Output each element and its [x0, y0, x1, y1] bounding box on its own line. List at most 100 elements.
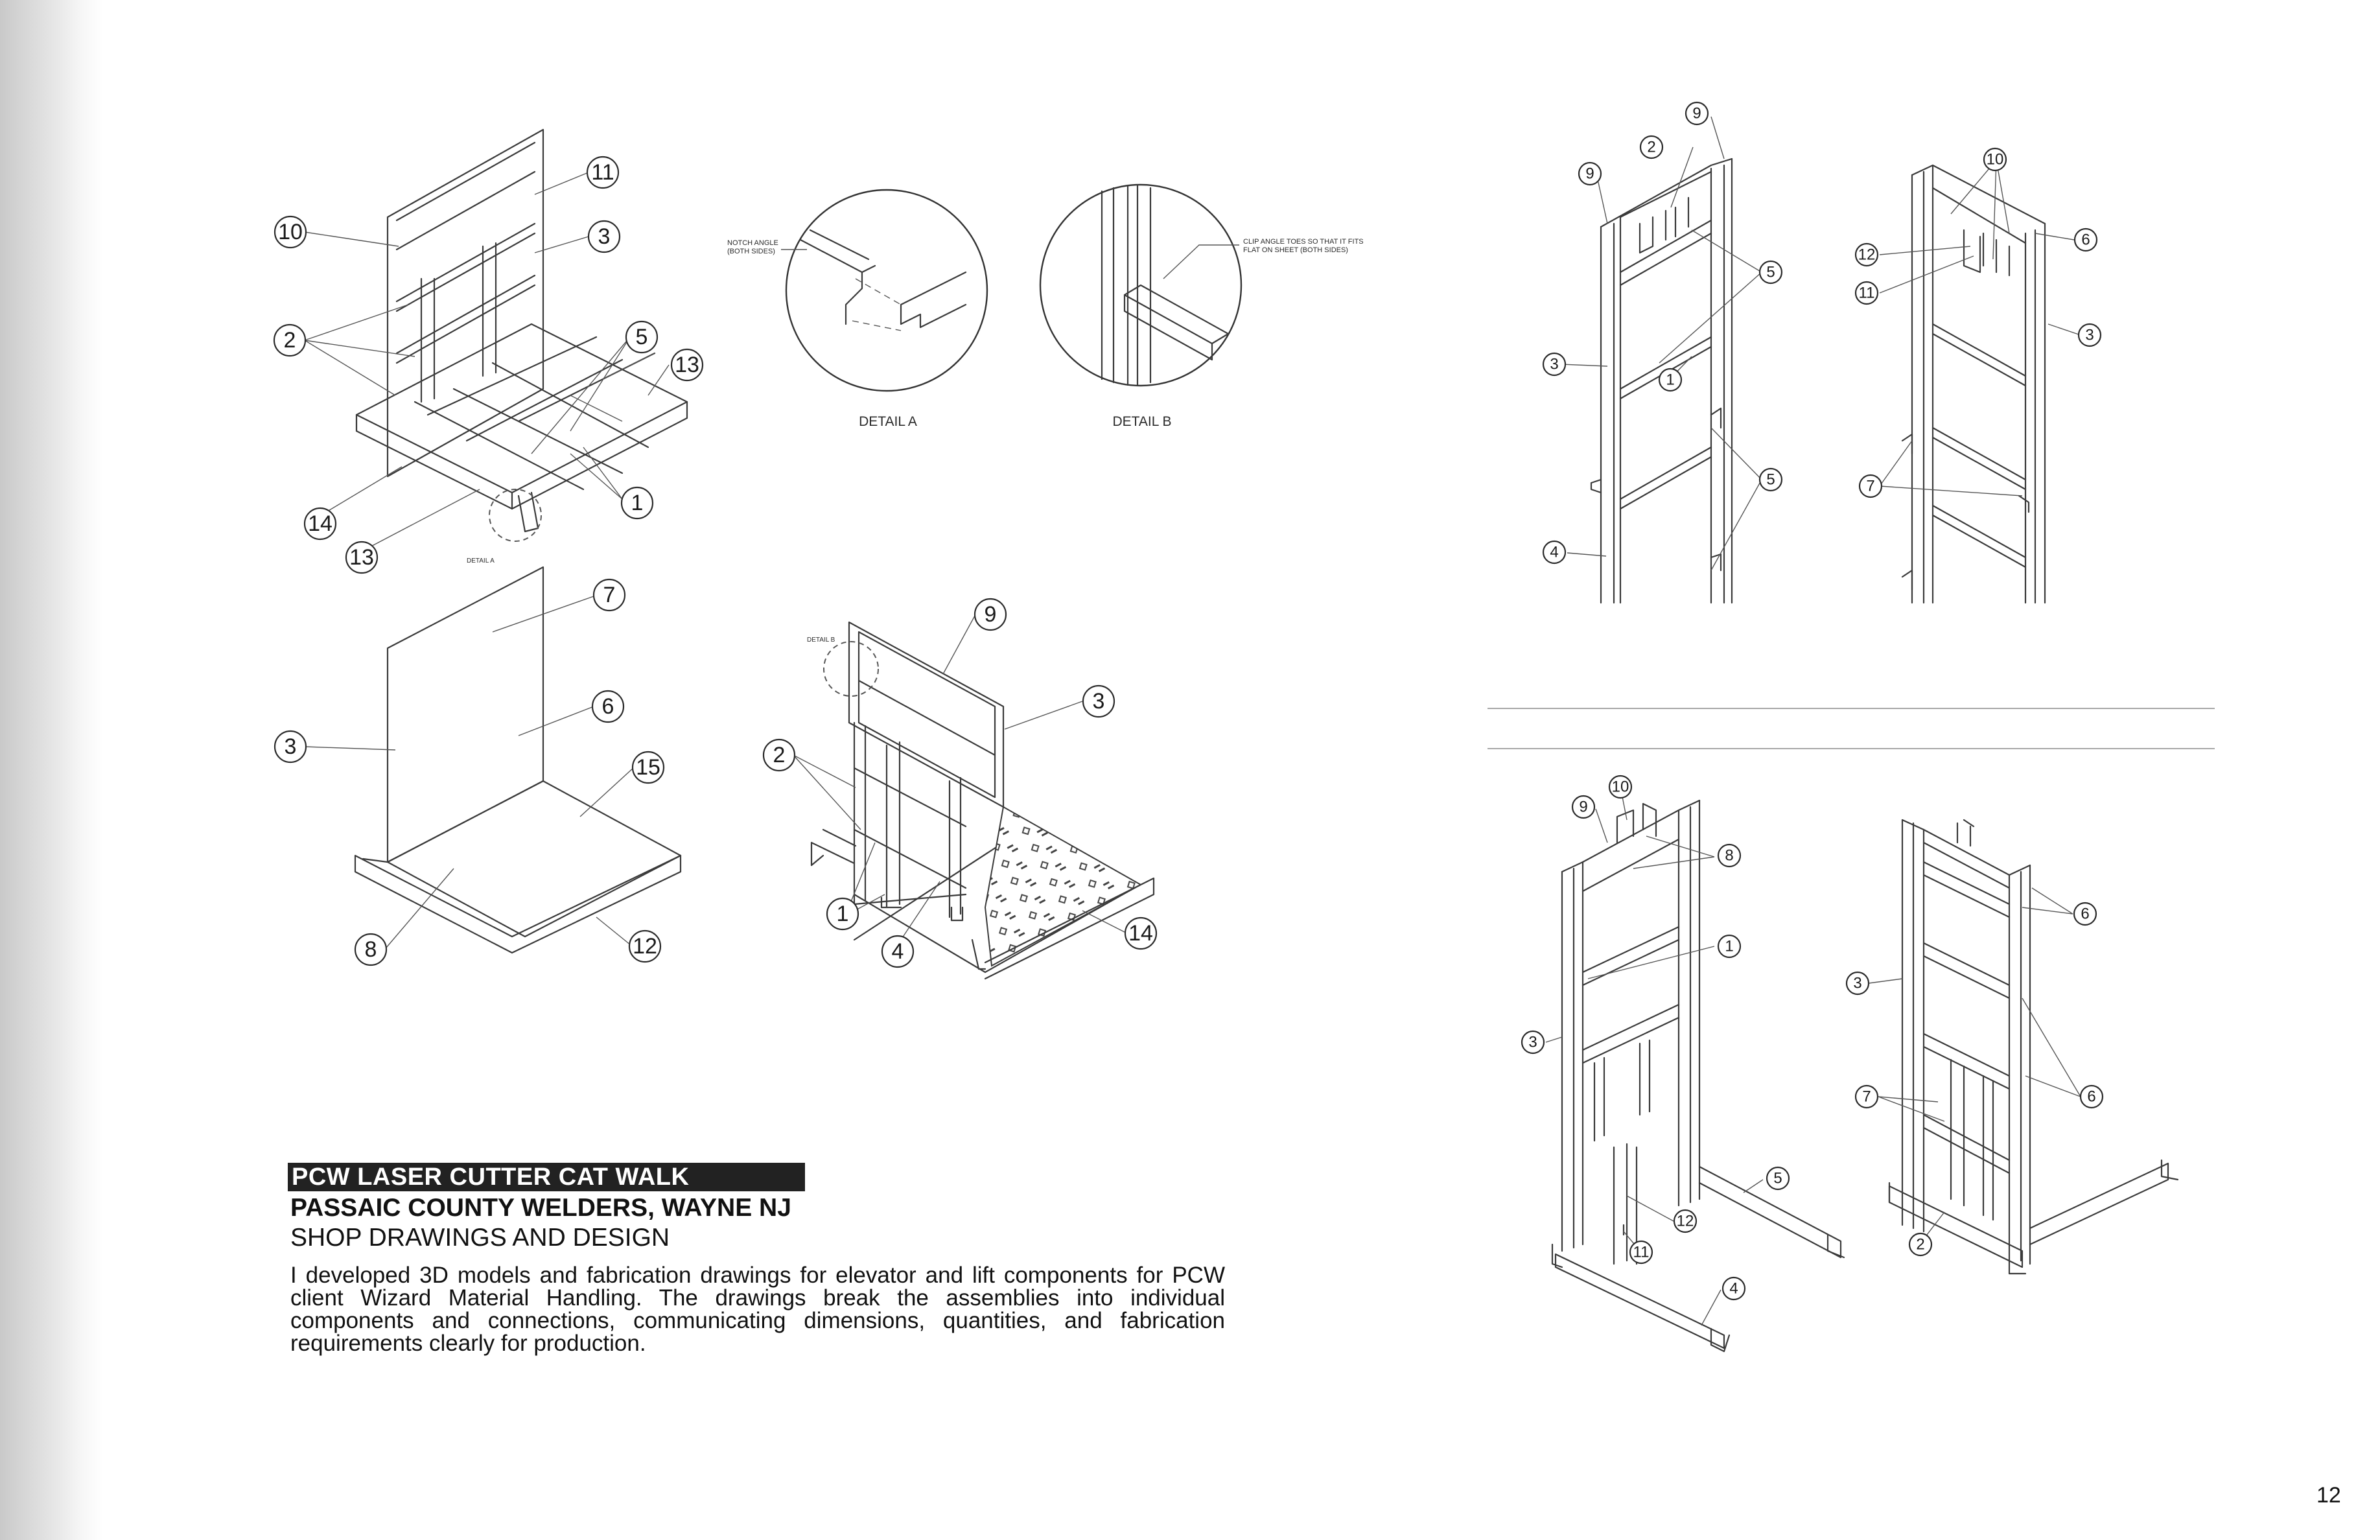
- balloon: 7: [1854, 1084, 1879, 1109]
- svg-text:12: 12: [1858, 246, 1876, 264]
- svg-text:5: 5: [1766, 471, 1775, 489]
- detail-b-label: DETAIL B: [1112, 414, 1171, 429]
- svg-text:3: 3: [1528, 1034, 1537, 1051]
- catwalk-balloons: 11 10 3 2 5 13 1 14 13: [273, 156, 704, 574]
- project-description: I developed 3D models and fabrication dr…: [290, 1263, 1225, 1356]
- detail-b-callout: DETAIL B: [807, 636, 835, 644]
- page-number: 12: [2316, 1483, 2341, 1508]
- balloon: 9: [974, 598, 1007, 631]
- svg-text:1: 1: [1666, 371, 1674, 389]
- balloon: 2: [273, 323, 307, 357]
- balloon: 3: [1845, 971, 1870, 996]
- balloon: 12: [1673, 1209, 1698, 1233]
- balloon: 1: [620, 486, 654, 520]
- client-name: PASSAIC COUNTY WELDERS, WAYNE NJ: [290, 1194, 791, 1222]
- svg-text:10: 10: [278, 220, 303, 244]
- svg-text:12: 12: [633, 934, 657, 959]
- balloon: 13: [345, 541, 379, 574]
- balloon: 1: [1658, 368, 1683, 392]
- balloon: 11: [1854, 281, 1879, 305]
- divider-rule: [1488, 708, 2215, 709]
- svg-text:7: 7: [603, 583, 616, 607]
- svg-text:9: 9: [1585, 165, 1594, 183]
- svg-text:14: 14: [1128, 921, 1153, 946]
- svg-text:6: 6: [2081, 905, 2089, 923]
- balloon: 11: [1629, 1240, 1653, 1265]
- detail-b-note-2: FLAT ON SHEET (BOTH SIDES): [1243, 246, 1348, 254]
- end-frame-balloons: 9 3 2 1 4 14: [762, 598, 1158, 968]
- balloon: 4: [1721, 1276, 1746, 1301]
- balloon: 3: [587, 220, 621, 253]
- svg-text:8: 8: [1725, 847, 1733, 865]
- svg-text:7: 7: [1866, 478, 1874, 495]
- balloon: 6: [2073, 902, 2097, 926]
- project-subtitle: SHOP DRAWINGS AND DESIGN: [290, 1224, 670, 1252]
- balloon: 8: [354, 933, 388, 966]
- balloon: 2: [1908, 1232, 1933, 1257]
- detail-a-note-1: NOTCH ANGLE: [727, 239, 778, 247]
- svg-text:11: 11: [1633, 1244, 1650, 1261]
- svg-text:2: 2: [773, 743, 786, 767]
- balloon: 12: [1854, 242, 1879, 267]
- balloon: 3: [1542, 352, 1567, 377]
- balloon: 5: [625, 320, 659, 354]
- svg-text:3: 3: [1550, 356, 1558, 373]
- tower-a-leaders: [1545, 786, 1764, 1326]
- svg-text:5: 5: [1773, 1170, 1782, 1187]
- balloon: 13: [670, 348, 704, 382]
- svg-text:10: 10: [1987, 151, 2004, 169]
- balloon: 9: [1571, 795, 1596, 819]
- tower-b-drawing: [1888, 819, 2179, 1275]
- svg-text:15: 15: [636, 755, 660, 780]
- detail-a-drawing: NOTCH ANGLE (BOTH SIDES) DETAIL A: [727, 189, 988, 429]
- balloon: 4: [881, 935, 915, 968]
- svg-text:2: 2: [1647, 139, 1655, 156]
- balloon: 5: [1758, 467, 1783, 492]
- panel-leaders: [304, 596, 635, 948]
- project-title: PCW LASER CUTTER CAT WALK: [288, 1163, 805, 1191]
- svg-text:3: 3: [598, 224, 611, 249]
- balloon: 7: [592, 578, 626, 612]
- balloon: 4: [1542, 540, 1567, 565]
- balloon: 7: [1858, 474, 1883, 498]
- balloon: 2: [762, 738, 796, 772]
- balloon: 3: [274, 730, 307, 764]
- tower-a-drawing: [1551, 799, 1845, 1353]
- tower-a-balloons: 10 9 8 1 3 5 12 11 4: [1521, 775, 1790, 1301]
- balloon: 10: [1983, 147, 2007, 172]
- svg-text:11: 11: [591, 160, 614, 185]
- balloon: 5: [1758, 260, 1783, 285]
- panel-assembly-drawing: [354, 566, 682, 954]
- balloon: 14: [303, 507, 337, 541]
- tower-b-leaders: [1868, 887, 2081, 1244]
- svg-text:2: 2: [1916, 1236, 1924, 1254]
- balloon: 9: [1685, 101, 1709, 126]
- balloon: 3: [1082, 684, 1115, 718]
- balloon: 12: [628, 929, 662, 963]
- svg-text:3: 3: [1853, 975, 1861, 992]
- catwalk-frame-drawing: DETAIL A: [355, 128, 688, 565]
- catwalk-leaders: [304, 172, 670, 558]
- balloon: 1: [826, 897, 859, 931]
- detail-b-drawing: CLIP ANGLE TOES SO THAT IT FITS FLAT ON …: [1039, 183, 1364, 429]
- svg-text:3: 3: [2085, 327, 2094, 344]
- svg-text:5: 5: [636, 325, 648, 349]
- divider-rule: [1488, 748, 2215, 749]
- detail-a-label: DETAIL A: [859, 414, 917, 429]
- svg-text:3: 3: [1093, 689, 1105, 714]
- svg-text:14: 14: [308, 511, 332, 536]
- lift-rear-drawing: [1901, 164, 2046, 604]
- detail-b-note-1: CLIP ANGLE TOES SO THAT IT FITS: [1243, 238, 1364, 246]
- svg-text:2: 2: [284, 328, 296, 353]
- lift-rear-balloons: 10 12 6 11 3 7: [1854, 147, 2102, 498]
- svg-text:1: 1: [1725, 938, 1733, 955]
- balloon: 6: [2079, 1084, 2104, 1109]
- balloon: 3: [1521, 1030, 1545, 1055]
- balloon: 3: [2077, 323, 2102, 347]
- balloon: 6: [2073, 228, 2098, 252]
- page-spine-shadow: [0, 0, 104, 1540]
- svg-text:7: 7: [1862, 1088, 1871, 1106]
- panel-balloons: 7 6 3 15 8 12: [274, 578, 665, 966]
- svg-text:6: 6: [602, 694, 614, 719]
